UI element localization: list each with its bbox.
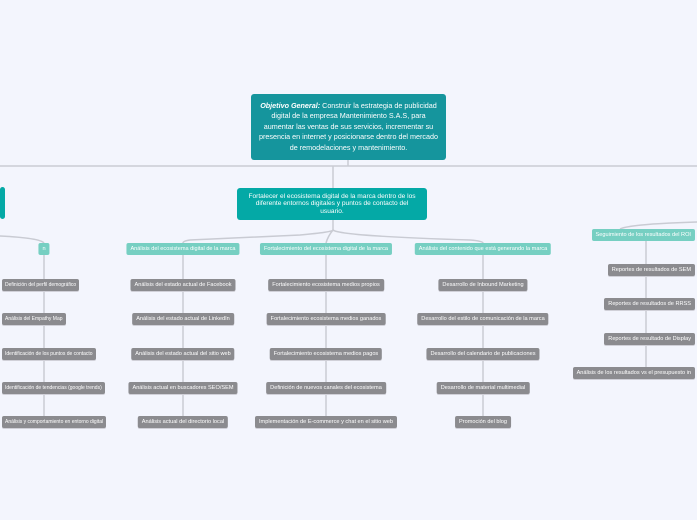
leaf-topic[interactable]: Análisis actual en buscadores SEO/SEM: [128, 382, 238, 394]
left-branch-topic[interactable]: [0, 187, 5, 219]
leaf-topic[interactable]: Análisis actual del directorio local: [137, 416, 229, 428]
subtopic-header[interactable]: Análisis del contenido que está generand…: [414, 243, 552, 255]
leaf-topic[interactable]: Análisis del estado actual del sitio web: [131, 348, 235, 360]
leaf-topic[interactable]: Desarrollo de Inbound Marketing: [438, 279, 528, 291]
leaf-topic[interactable]: Identificación de los puntos de contacto: [2, 348, 96, 360]
leaf-topic[interactable]: Fortalecimiento ecosistema medios ganado…: [266, 313, 386, 325]
subtopic-header[interactable]: n: [38, 243, 50, 255]
leaf-topic[interactable]: Reportes de resultado de Display: [604, 333, 695, 345]
leaf-topic[interactable]: Análisis del estado actual de LinkedIn: [132, 313, 234, 325]
leaf-topic[interactable]: Desarrollo del estilo de comunicación de…: [417, 313, 549, 325]
leaf-topic[interactable]: Identificación de tendencias (google tre…: [2, 382, 105, 394]
leaf-topic[interactable]: Desarrollo del calendario de publicacion…: [426, 348, 540, 360]
leaf-topic[interactable]: Análisis del Empathy Map: [2, 313, 66, 325]
leaf-topic[interactable]: Reportes de resultados de RRSS: [604, 298, 695, 310]
leaf-topic[interactable]: Fortalecimiento ecosistema medios pagos: [269, 348, 383, 360]
subtopic-header[interactable]: Fortalecimiento del ecosistema digital d…: [259, 243, 393, 255]
main-branch-label: Fortalecer el ecosistema digital de la m…: [248, 192, 416, 215]
leaf-topic[interactable]: Análisis y comportamiento en entorno dig…: [2, 416, 107, 428]
leaf-topic[interactable]: Implementación de E-commerce y chat en e…: [255, 416, 397, 428]
leaf-topic[interactable]: Definición del perfil demográfico: [2, 279, 80, 291]
leaf-topic[interactable]: Análisis de los resultados vs el presupu…: [572, 367, 695, 379]
leaf-topic[interactable]: Reportes de resultados de SEM: [607, 264, 695, 276]
leaf-topic[interactable]: Definición de nuevos canales del ecosist…: [266, 382, 386, 394]
subtopic-header[interactable]: Análisis del ecosistema digital de la ma…: [126, 243, 240, 255]
leaf-topic[interactable]: Análisis del estado actual de Facebook: [130, 279, 236, 291]
root-label-text: Construir la estrategia de publicidad di…: [259, 100, 438, 152]
leaf-topic[interactable]: Fortalecimiento ecosistema medios propio…: [268, 279, 384, 291]
root-label-bold: Objetivo General:: [260, 100, 321, 110]
root-topic[interactable]: Objetivo General: Construir la estrategi…: [251, 94, 446, 160]
leaf-topic[interactable]: Promoción del blog: [455, 416, 511, 428]
root-label: Objetivo General: Construir la estrategi…: [257, 101, 440, 154]
main-branch-topic[interactable]: Fortalecer el ecosistema digital de la m…: [237, 188, 427, 220]
subtopic-header[interactable]: Seguimiento de los resultados del ROI: [591, 229, 695, 241]
leaf-topic[interactable]: Desarrollo de material multimedial: [436, 382, 530, 394]
